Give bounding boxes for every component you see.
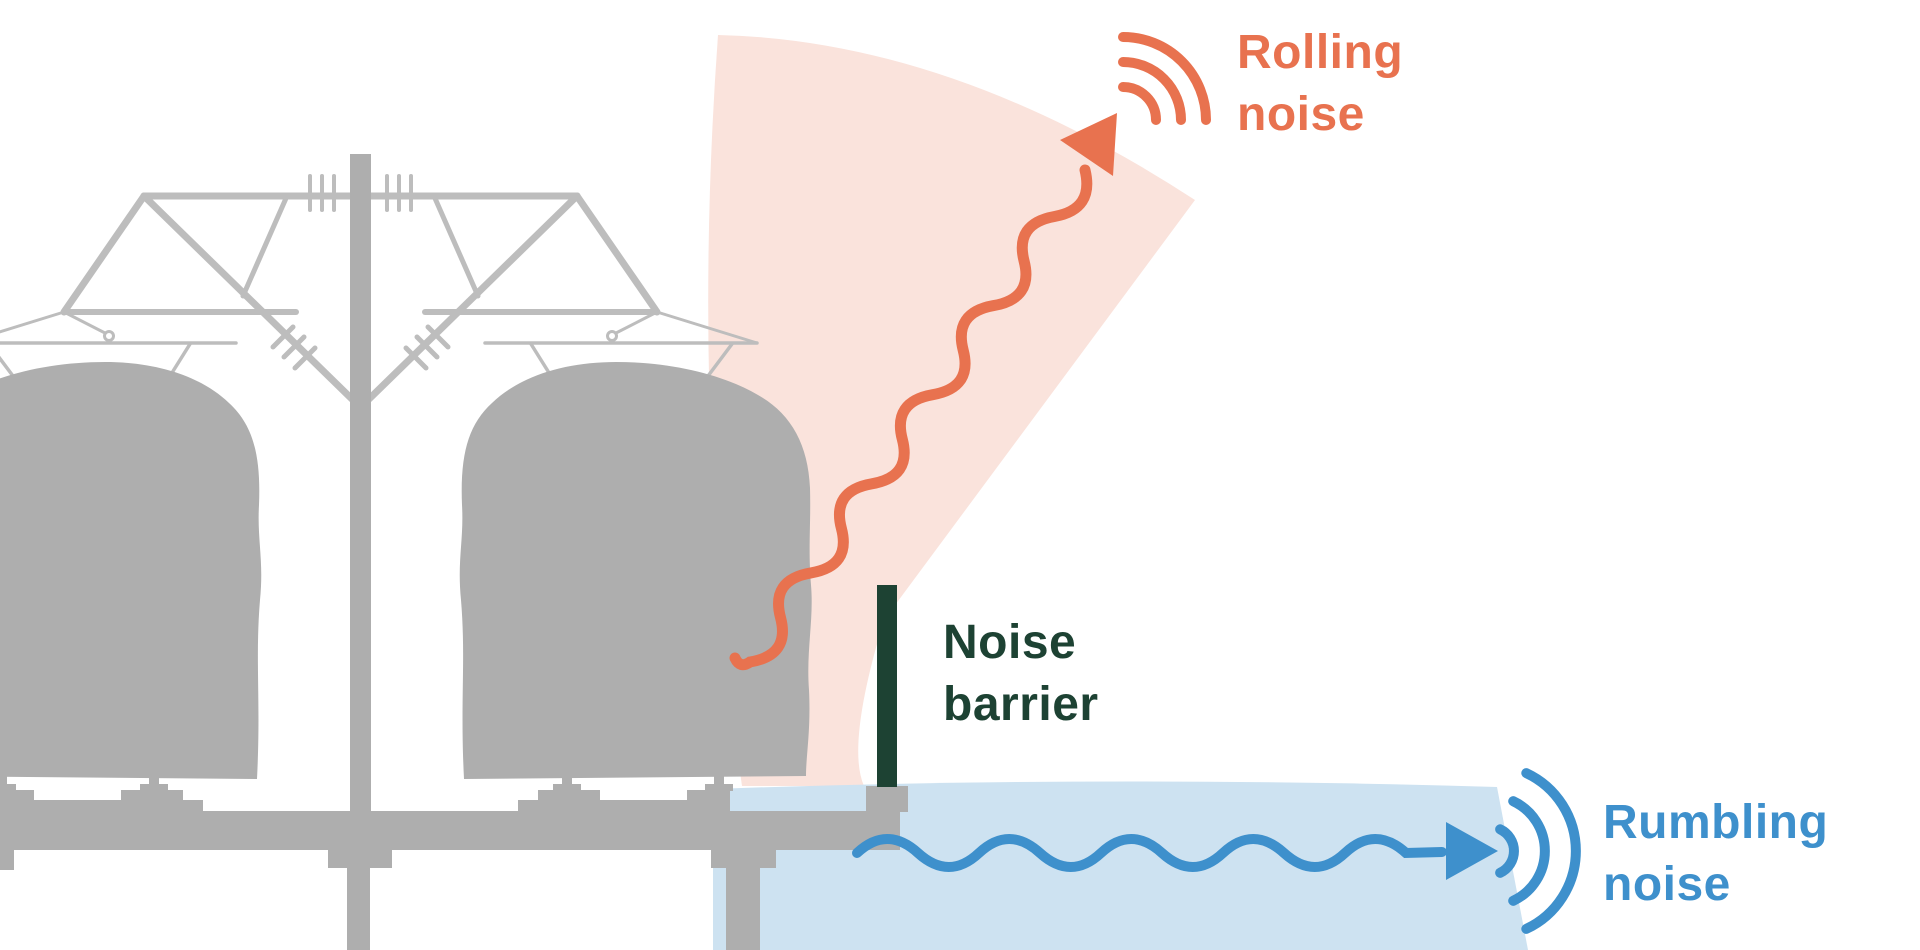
rolling-noise-cone <box>708 35 1195 786</box>
track-and-trains <box>0 154 908 950</box>
rumbling-noise-zone-shape <box>713 781 1528 950</box>
noise-barrier-bar <box>877 585 897 787</box>
slab-leg-center-stem <box>347 868 370 950</box>
rumbling-sound-waves-icon <box>1495 768 1581 934</box>
track-slab <box>0 811 900 850</box>
train-car-left <box>0 362 262 812</box>
slab-leg-left <box>0 850 14 870</box>
train-car-right <box>459 362 812 812</box>
rolling-wave-line <box>729 164 1093 671</box>
slab-leg-right-block <box>711 850 776 868</box>
rumbling-noise-wave-arrow <box>852 834 1447 872</box>
rumbling-noise-label: Rumbling noise <box>1603 796 1828 911</box>
rolling-noise-wave-arrow <box>729 164 1093 671</box>
rumbling-noise-zone <box>713 781 1528 950</box>
slab-leg-right-stem <box>726 868 760 950</box>
noise-barrier-label-line2: barrier <box>943 678 1099 731</box>
rumbling-noise-label-line1: Rumbling <box>1603 796 1828 849</box>
rumbling-arrowhead <box>1446 822 1498 880</box>
noise-barrier-label-line1: Noise <box>943 616 1076 669</box>
rolling-sound-waves-icon <box>1118 32 1211 125</box>
mast-pole <box>350 154 371 814</box>
rolling-noise-cone-shape <box>708 35 1195 786</box>
slab-leg-center-block <box>328 850 392 868</box>
rolling-noise-label-line1: Rolling <box>1237 26 1403 79</box>
rolling-arrowhead <box>1060 113 1117 176</box>
noise-barrier-label: Noise barrier <box>943 616 1099 731</box>
rolling-noise-label: Rolling noise <box>1237 26 1403 141</box>
rumbling-wave-line <box>852 834 1447 872</box>
rumbling-noise-label-line2: noise <box>1603 858 1731 911</box>
rolling-noise-label-line2: noise <box>1237 88 1365 141</box>
barrier-foundation <box>866 786 908 812</box>
